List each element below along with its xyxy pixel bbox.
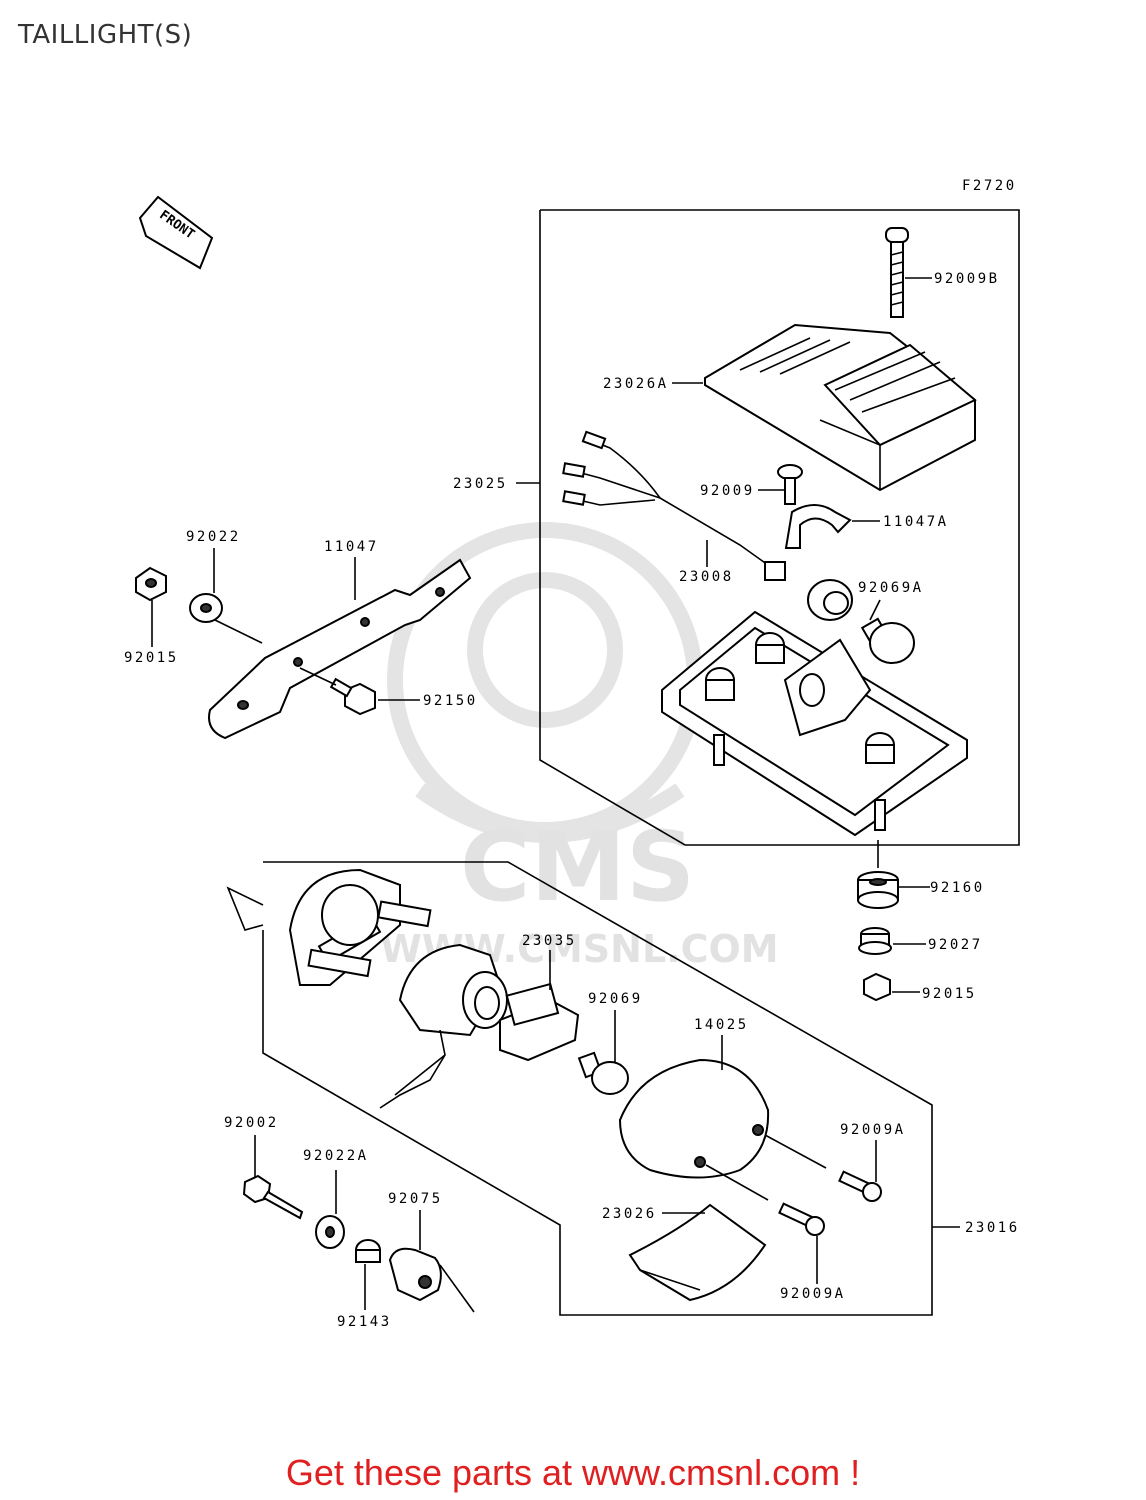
label-92022: 92022 bbox=[186, 529, 241, 545]
bolt-92150-icon bbox=[329, 677, 376, 716]
assembly-box-23016 bbox=[262, 861, 933, 1316]
grommet-92160-icon bbox=[857, 871, 899, 909]
lens-14025-icon bbox=[618, 1058, 770, 1179]
label-92069: 92069 bbox=[588, 991, 643, 1007]
housing-base-icon bbox=[661, 610, 968, 837]
reflector-23026-icon bbox=[628, 1203, 767, 1302]
socket-holder-23035-icon bbox=[499, 982, 580, 1062]
screw-92009-icon bbox=[777, 464, 803, 505]
lamp-holder-bracket-icon bbox=[288, 868, 432, 986]
label-11047: 11047 bbox=[324, 539, 379, 555]
label-92150: 92150 bbox=[423, 693, 478, 709]
assembly-box-23025 bbox=[539, 209, 1020, 846]
label-92002: 92002 bbox=[224, 1115, 279, 1131]
watermark-brand: CMS bbox=[460, 811, 695, 923]
nut-92015b-icon bbox=[863, 972, 891, 1002]
label-92022a: 92022A bbox=[303, 1148, 369, 1164]
washer-92022-icon bbox=[189, 593, 223, 623]
label-23025: 23025 bbox=[453, 476, 508, 492]
label-14025: 14025 bbox=[694, 1017, 749, 1033]
socket-icon bbox=[379, 943, 508, 1109]
footer-promo-link[interactable]: Get these parts at www.cmsnl.com ! bbox=[285, 1452, 861, 1493]
bolt-92002-icon bbox=[242, 1174, 304, 1220]
washer-92022a-icon bbox=[315, 1215, 345, 1249]
label-92015-lower: 92015 bbox=[922, 986, 977, 1002]
label-92027: 92027 bbox=[928, 937, 983, 953]
label-92009a-upper: 92009A bbox=[840, 1122, 906, 1138]
label-23035: 23035 bbox=[522, 933, 577, 949]
label-92143: 92143 bbox=[337, 1314, 392, 1330]
page-title: TAILLIGHT(S) bbox=[18, 20, 193, 50]
label-92075: 92075 bbox=[388, 1191, 443, 1207]
screw-92009a-upper-icon bbox=[838, 1170, 882, 1202]
figure-code: F2720 bbox=[962, 178, 1017, 194]
label-11047a: 11047A bbox=[883, 514, 949, 530]
grommet-92075-icon bbox=[388, 1247, 442, 1302]
bracket-11047-icon bbox=[208, 558, 472, 740]
collar-92027-icon bbox=[858, 927, 892, 955]
label-92009b: 92009B bbox=[934, 271, 1000, 287]
screw-92009a-lower-icon bbox=[778, 1202, 825, 1236]
bulb-92069a-icon bbox=[860, 617, 915, 664]
label-92009: 92009 bbox=[700, 483, 755, 499]
label-23016: 23016 bbox=[965, 1220, 1020, 1236]
wiring-harness-23008-icon bbox=[562, 430, 853, 621]
label-92009a-lower: 92009A bbox=[780, 1286, 846, 1302]
front-arrow-icon: FRONT bbox=[138, 195, 214, 271]
bulb-92069-icon bbox=[577, 1051, 629, 1095]
label-23008: 23008 bbox=[679, 569, 734, 585]
label-23026a: 23026A bbox=[603, 376, 669, 392]
label-23026: 23026 bbox=[602, 1206, 657, 1222]
nut-92015a-icon bbox=[135, 566, 167, 602]
part-labels: 92009B 23026A 23025 92009 11047A 23008 9… bbox=[124, 271, 1020, 1330]
lens-23026a-icon bbox=[704, 323, 977, 492]
label-92015-upper: 92015 bbox=[124, 650, 179, 666]
collar-92143-icon bbox=[355, 1239, 381, 1263]
screw-92009b-icon bbox=[885, 227, 909, 318]
label-92160: 92160 bbox=[930, 880, 985, 896]
clamp-11047a-icon bbox=[784, 504, 852, 549]
label-92069a: 92069A bbox=[858, 580, 924, 596]
